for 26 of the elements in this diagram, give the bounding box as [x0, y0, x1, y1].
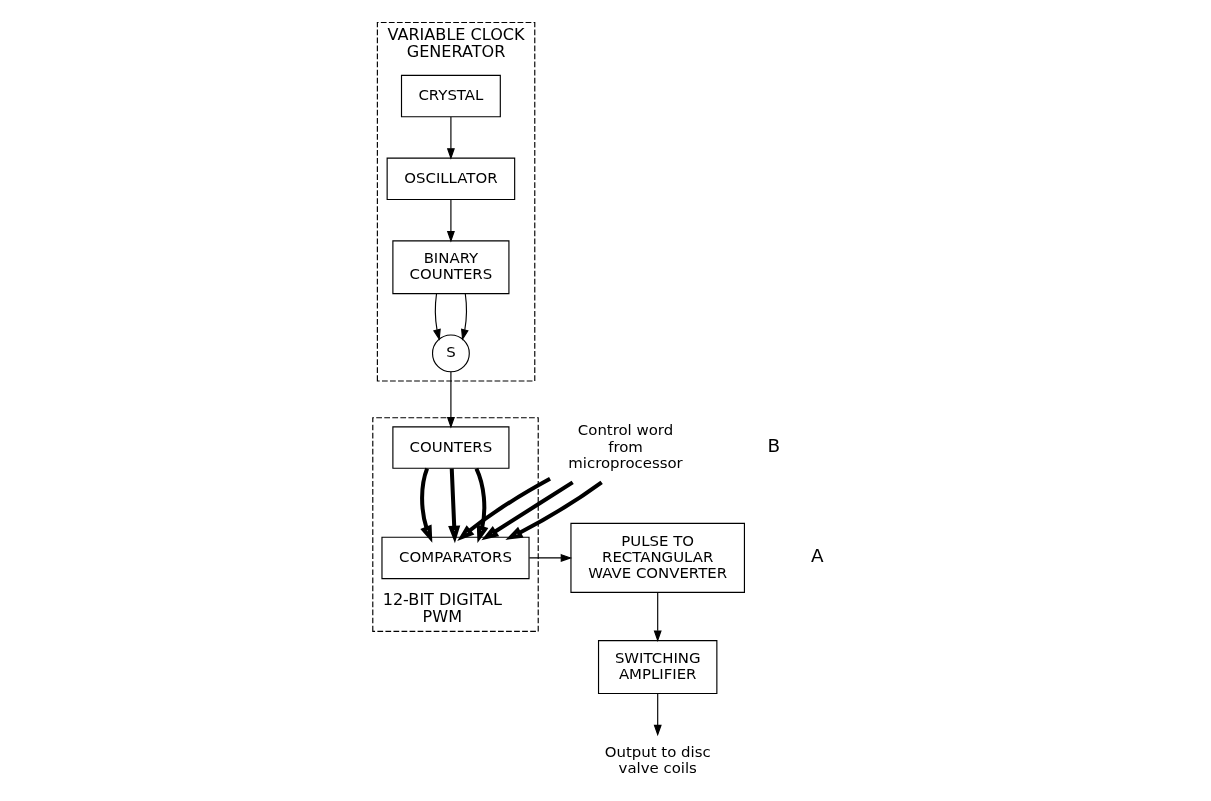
arrow: [528, 553, 572, 562]
arrow: [446, 116, 455, 160]
arrow: [456, 477, 551, 541]
label: A: [810, 545, 824, 567]
arrow: [474, 467, 488, 543]
arrow: [432, 293, 441, 341]
node-box: OSCILLATOR: [386, 157, 515, 201]
arrow: [419, 467, 432, 543]
arrow: [447, 468, 460, 544]
node-box: BINARY COUNTERS: [391, 240, 509, 295]
node-text: Control word from microprocessor: [567, 421, 683, 472]
arrow: [446, 198, 455, 243]
node-circle: S: [431, 334, 470, 373]
node-text: Output to disc valve coils: [604, 743, 711, 778]
arrow: [653, 591, 662, 643]
arrow: [480, 480, 574, 541]
arrow: [446, 371, 455, 429]
label: B: [766, 434, 780, 456]
node-box: CRYSTAL: [400, 74, 501, 118]
node-box: COUNTERS: [391, 426, 509, 469]
node-box: SWITCHING AMPLIFIER: [597, 640, 717, 695]
arrow: [460, 293, 469, 341]
node-box: PULSE TO RECTANGULAR WAVE CONVERTER: [569, 522, 745, 593]
arrow: [653, 693, 662, 737]
arrow: [504, 480, 603, 540]
node-box: COMPARATORS: [380, 536, 530, 580]
